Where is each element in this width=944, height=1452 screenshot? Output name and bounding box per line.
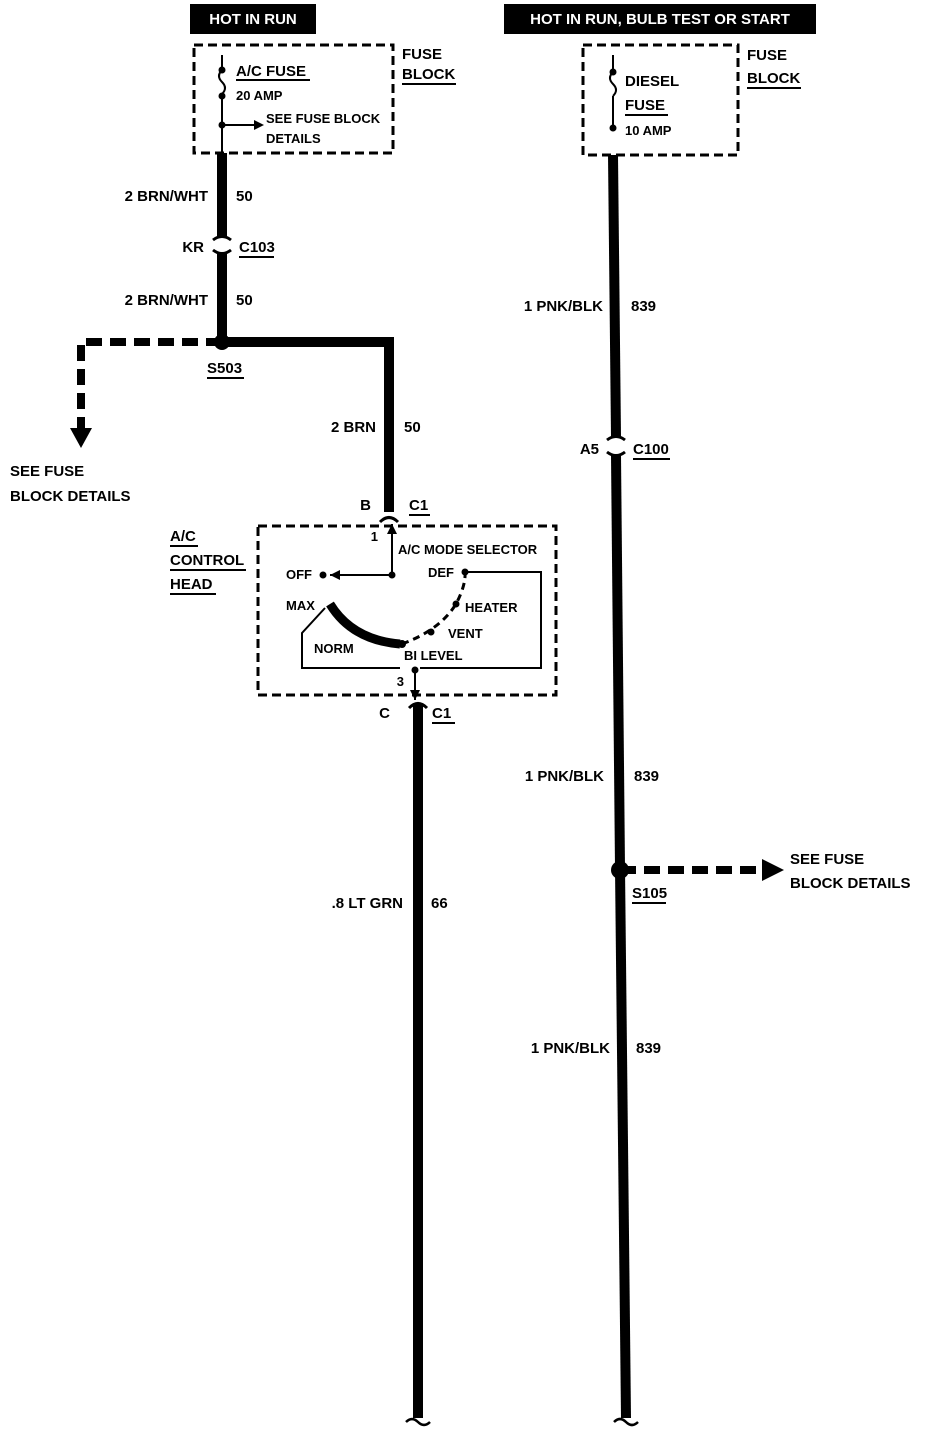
- terminal-1-label: 1: [371, 529, 378, 544]
- wire-50-color-upper: 2 BRN/WHT: [125, 188, 208, 205]
- c1-top-pin: B: [360, 497, 371, 514]
- diesel-fuse-name-line1: DIESEL: [625, 73, 679, 90]
- wire-839-color-upper: 1 PNK/BLK: [524, 298, 603, 315]
- position-def: DEF: [428, 565, 454, 580]
- wire-2-brn-color: 2 BRN: [331, 419, 376, 436]
- s105-fuse-details-line1: SEE FUSE: [790, 851, 864, 868]
- right-header-bg: [504, 4, 816, 34]
- wire-2-brn-number: 50: [404, 419, 421, 436]
- wire-839-color-middle: 1 PNK/BLK: [525, 768, 604, 785]
- a-c-fuse-rating: 20 AMP: [236, 88, 283, 103]
- wire-839-number-middle: 839: [634, 768, 659, 785]
- position-norm: NORM: [314, 641, 354, 656]
- mode-selector-title: A/C MODE SELECTOR: [398, 542, 538, 557]
- wire-839-number-lower: 839: [636, 1040, 661, 1057]
- wire-50-number-lower: 50: [236, 292, 253, 309]
- c103-pin: KR: [182, 239, 204, 256]
- control-head-label-line3: HEAD: [170, 576, 213, 593]
- s503-fuse-details-line1: SEE FUSE: [10, 463, 84, 480]
- diesel-fuse-name-line2: FUSE: [625, 97, 665, 114]
- s503-fuse-details-line2: BLOCK DETAILS: [10, 488, 131, 505]
- left-fuse-block-label-line1: FUSE: [402, 46, 442, 63]
- splice-s503: S503: [207, 360, 242, 377]
- wire-839-color-lower: 1 PNK/BLK: [531, 1040, 610, 1057]
- a-c-fuse-name: A/C FUSE: [236, 63, 306, 80]
- fuse-block-details-ref-line2: DETAILS: [266, 131, 321, 146]
- c1-bottom-pin: C: [379, 705, 390, 722]
- wire-50-color-lower: 2 BRN/WHT: [125, 292, 208, 309]
- position-off: OFF: [286, 567, 312, 582]
- left-header: HOT IN RUN: [209, 11, 297, 28]
- c100-connector-name: C100: [633, 441, 669, 458]
- c1-top-connector-name: C1: [409, 497, 428, 514]
- position-vent: VENT: [448, 626, 483, 641]
- right-circuit-wires: [606, 154, 784, 1427]
- control-head-label-line1: A/C: [170, 528, 196, 545]
- wire-839-number-upper: 839: [631, 298, 656, 315]
- left-fuse-block: A/C FUSE 20 AMP SEE FUSE BLOCK DETAILS: [192, 43, 395, 155]
- fuse-block-details-ref-line1: SEE FUSE BLOCK: [266, 111, 381, 126]
- splice-s105: S105: [632, 885, 667, 902]
- left-header-bg: [190, 4, 316, 34]
- control-head-label-line2: CONTROL: [170, 552, 244, 569]
- wire-50-number-upper: 50: [236, 188, 253, 205]
- right-fuse-block-label-line1: FUSE: [747, 47, 787, 64]
- position-heater: HEATER: [465, 600, 518, 615]
- c100-pin: A5: [580, 441, 599, 458]
- terminal-3-label: 3: [397, 674, 404, 689]
- wire-66-number: 66: [431, 895, 448, 912]
- a-c-control-head: [256, 524, 558, 700]
- position-bi-level: BI LEVEL: [404, 648, 463, 663]
- right-header: HOT IN RUN, BULB TEST OR START: [530, 11, 790, 28]
- left-circuit-wires: [70, 153, 431, 1427]
- c103-connector-name: C103: [239, 239, 275, 256]
- wire-66-color: .8 LT GRN: [332, 895, 403, 912]
- right-fuse-block-label-line2: BLOCK: [747, 70, 800, 87]
- diesel-fuse-rating: 10 AMP: [625, 123, 672, 138]
- left-fuse-block-label-line2: BLOCK: [402, 66, 455, 83]
- position-max: MAX: [286, 598, 315, 613]
- right-fuse-block: DIESEL FUSE 10 AMP: [581, 43, 740, 157]
- c1-bottom-connector-name: C1: [432, 705, 451, 722]
- s105-fuse-details-line2: BLOCK DETAILS: [790, 875, 911, 892]
